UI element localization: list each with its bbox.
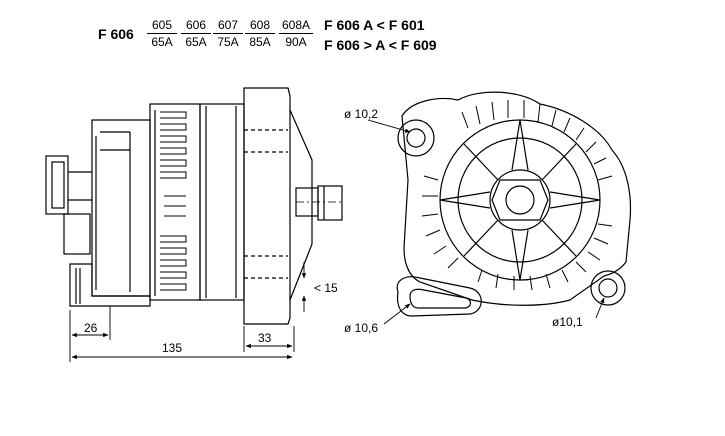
lug-bottom-right xyxy=(590,270,626,306)
hole-label-top-left: ø 10,2 xyxy=(344,107,378,121)
hole-leaders xyxy=(367,119,605,325)
variant-607: 607 75A xyxy=(213,18,243,50)
rule-line-2: F 606 > A < F 609 xyxy=(324,37,437,53)
inner-hub xyxy=(489,169,551,231)
variant-amps: 65A xyxy=(185,35,207,49)
shaft-bore xyxy=(505,185,535,215)
dim-135: 135 xyxy=(162,341,182,355)
rule-line-1: F 606 A < F 601 xyxy=(324,17,425,33)
hole-bottom-right xyxy=(598,278,618,298)
variant-code: 605 xyxy=(147,18,177,34)
regulator-box xyxy=(63,213,91,255)
slot-bottom-left xyxy=(409,288,472,309)
variant-code: 607 xyxy=(213,18,243,34)
side-dimensions xyxy=(69,262,307,362)
variant-608: 608 85A xyxy=(245,18,275,50)
hole-label-bottom-right: ø10,1 xyxy=(552,315,583,329)
stator xyxy=(199,103,245,301)
variant-code: 606 xyxy=(181,18,211,34)
variant-code: 608A xyxy=(279,18,313,34)
dim-15: < 15 xyxy=(314,281,338,295)
vent-slots xyxy=(421,100,613,291)
cooling-fins xyxy=(160,111,187,291)
variant-608a: 608A 90A xyxy=(279,18,313,50)
variant-amps: 65A xyxy=(151,35,173,49)
model-label: F 606 xyxy=(98,26,134,42)
slot-bracket xyxy=(396,276,482,317)
variant-amps: 75A xyxy=(217,35,239,49)
hole-label-bottom-left: ø 10,6 xyxy=(344,321,378,335)
lug-top-left xyxy=(397,119,435,157)
variant-amps: 85A xyxy=(249,35,271,49)
dim-33: 33 xyxy=(258,331,272,345)
variant-606: 606 65A xyxy=(181,18,211,50)
front-taper xyxy=(289,109,313,301)
variant-code: 608 xyxy=(245,18,275,34)
variant-amps: 90A xyxy=(285,35,307,49)
variant-605: 605 65A xyxy=(147,18,177,50)
dim-26: 26 xyxy=(84,321,98,335)
connector-plug xyxy=(45,155,69,215)
front-view xyxy=(396,91,632,317)
rear-cover xyxy=(91,119,151,297)
rear-bracket xyxy=(69,263,151,307)
rear-housing xyxy=(149,103,201,301)
hole-top-left xyxy=(406,128,426,148)
shaft xyxy=(317,185,343,221)
front-casing xyxy=(401,91,632,306)
side-view xyxy=(45,87,343,325)
front-housing xyxy=(243,87,291,325)
